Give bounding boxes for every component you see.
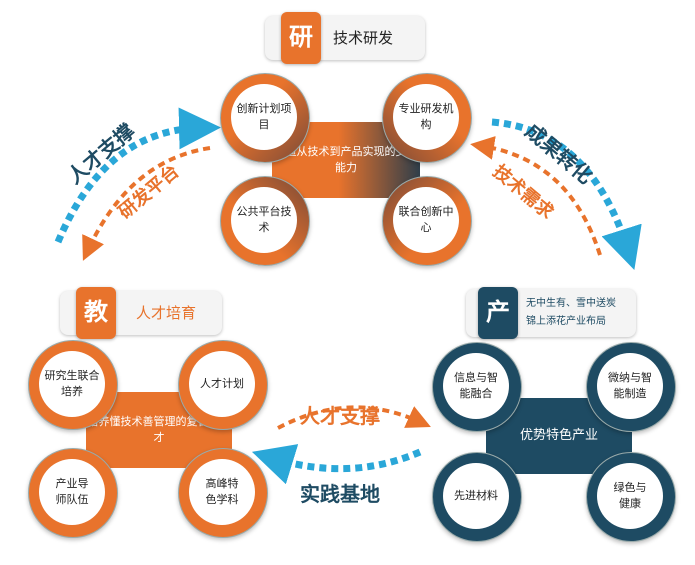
research-badge: 研 [281,12,321,64]
left-circle-2: 人才计划 [178,340,268,430]
arrow-tech-demand [470,136,602,256]
arrow-practice-base [251,444,422,485]
left-circle-1: 研究生联合培养 [28,340,118,430]
right-circle-1-label: 信息与智能融合 [443,353,509,419]
arrow-rd-platform [82,146,211,261]
left-circle-4-label: 高峰特色学科 [189,459,255,525]
top-circle-2: 专业研发机构 [382,73,472,163]
arrow-talent-support-bottom [277,405,431,430]
top-circle-3: 公共平台技术 [220,176,310,266]
arrow-achievement [491,118,642,271]
top-circle-4: 联合创新中心 [382,176,472,266]
left-circle-4: 高峰特色学科 [178,448,268,538]
top-circle-1-label: 创新计划项目 [231,84,297,150]
left-circle-2-label: 人才计划 [189,351,255,417]
right-title: 无中生有、雪中送炭 锦上添花产业布局 [526,295,616,331]
left-circle-3: 产业导师队伍 [28,448,118,538]
right-circle-2-label: 微纳与智能制造 [597,353,663,419]
top-header: 研 技术研发 [265,12,425,64]
right-header: 产 无中生有、雪中送炭 锦上添花产业布局 [466,287,636,339]
left-circle-3-label: 产业导师队伍 [39,459,105,525]
industry-badge: 产 [478,287,518,339]
arrow-talent-support-topleft [54,107,221,244]
top-title: 技术研发 [333,29,394,47]
right-circle-3-label: 先进材料 [443,463,509,529]
right-title-line-1: 无中生有、雪中送炭 [526,298,616,309]
top-circle-3-label: 公共平台技术 [231,187,297,253]
arrow-label-practice-base: 实践基地 [300,482,380,506]
arrow-label-talent-support-bottom: 人才支撑 [300,404,380,428]
right-circle-1: 信息与智能融合 [432,342,522,432]
left-circle-1-label: 研究生联合培养 [39,351,105,417]
education-badge: 教 [76,287,116,339]
right-circle-3: 先进材料 [432,452,522,542]
right-circle-4: 绿色与健康 [586,452,676,542]
left-header: 教 人才培育 [60,287,222,339]
right-title-line-2: 锦上添花产业布局 [526,316,606,327]
top-circle-4-label: 联合创新中心 [393,187,459,253]
top-circle-2-label: 专业研发机构 [393,84,459,150]
right-circle-4-label: 绿色与健康 [597,463,663,529]
top-circle-1: 创新计划项目 [220,73,310,163]
left-title: 人才培育 [136,304,197,322]
right-circle-2: 微纳与智能制造 [586,342,676,432]
